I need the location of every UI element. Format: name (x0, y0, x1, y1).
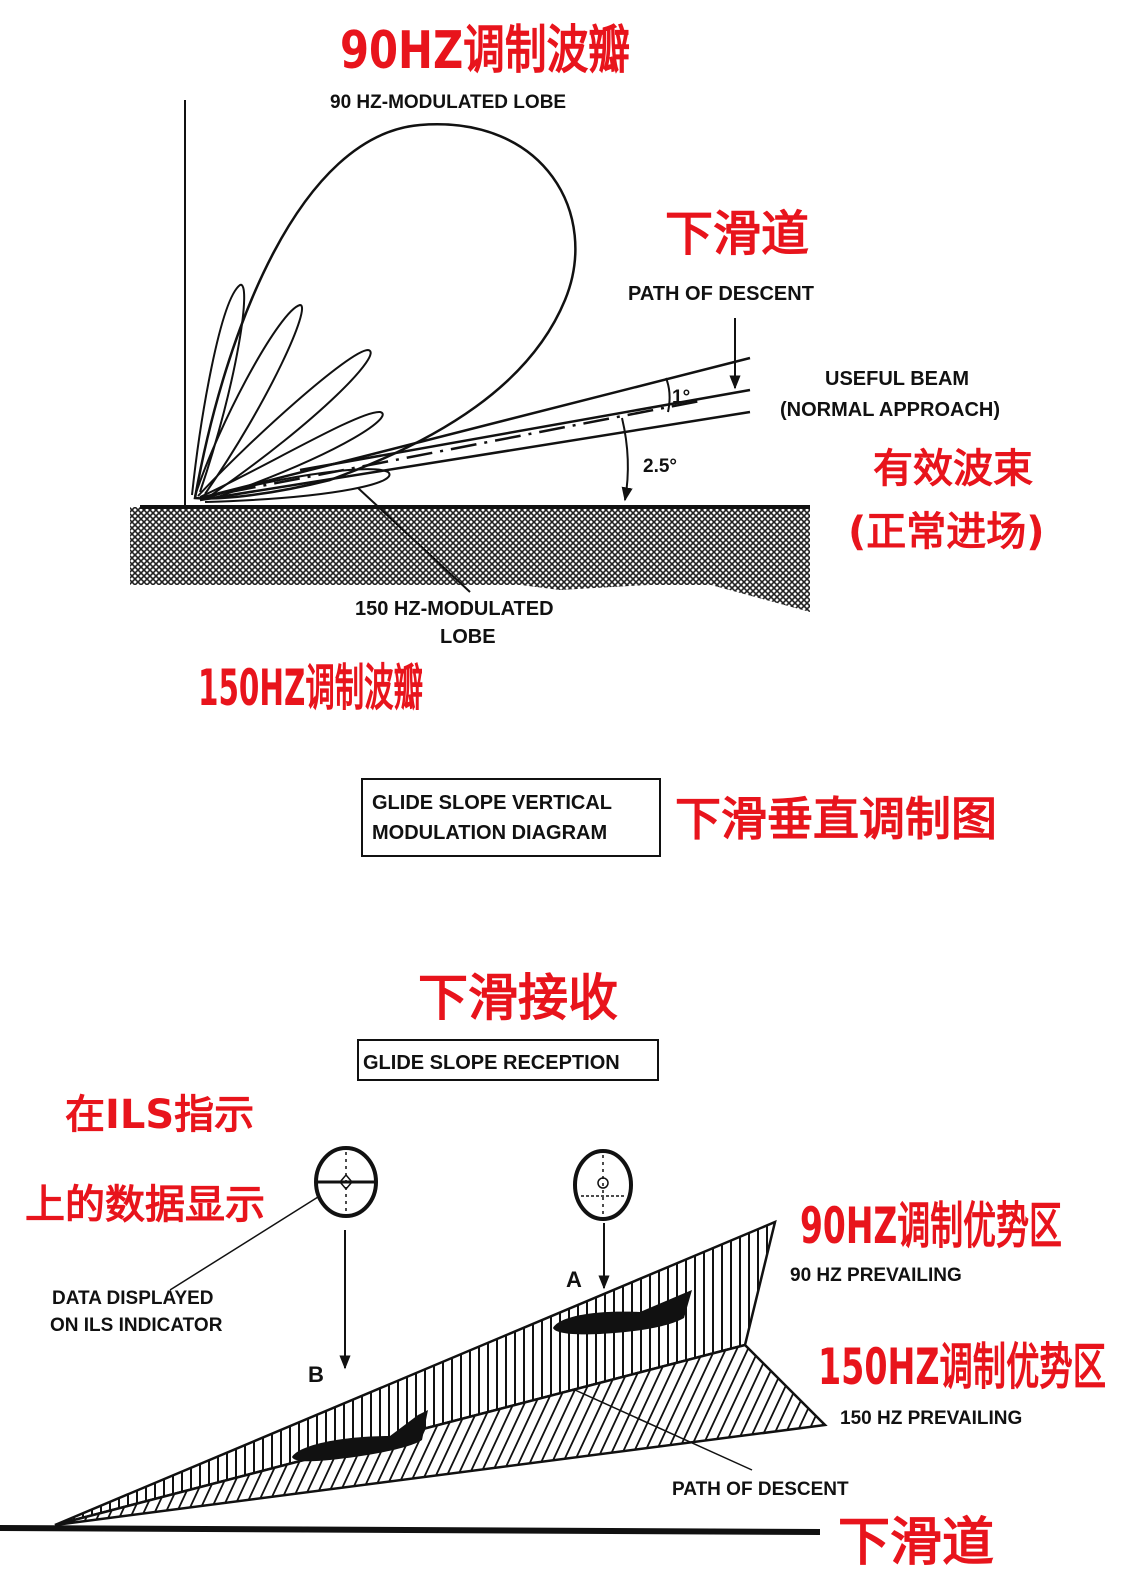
side-lobe (191, 283, 246, 496)
lobe90-label: 90 HZ-MODULATED LOBE (330, 92, 566, 113)
side-lobe (194, 303, 304, 497)
label-b: B (308, 1362, 324, 1387)
lobe150-leader (357, 487, 471, 593)
beam-mid-edge (299, 388, 751, 472)
descent-label: PATH OF DESCENT (672, 1479, 849, 1500)
angle-1-label: 1° (672, 387, 690, 408)
ils-indicator-a (573, 1149, 633, 1221)
ils-indicator-b (314, 1146, 378, 1218)
indicator-label-cn-1: 在ILS指示 (65, 1092, 254, 1138)
descent-leader (574, 1389, 753, 1471)
path-label: PATH OF DESCENT (628, 283, 814, 305)
vertical-modulation-diagram: 90HZ调制波瓣 90 HZ-MODULATED LOBE 1° 2.5° 下滑… (130, 21, 1045, 857)
glide-path-centerline (229, 398, 706, 494)
beam-lower-edge (199, 410, 751, 502)
descent-label-cn: 下滑道 (838, 1513, 994, 1569)
ground (130, 507, 810, 585)
prevailing150-label-cn: 150HZ调制优势区 (818, 1338, 1106, 1396)
angle-25-label: 2.5° (643, 456, 677, 477)
lobe-150hz (199, 468, 391, 503)
normal-approach-label-cn: (正常进场) (848, 509, 1045, 555)
ground-edge (130, 572, 810, 612)
side-lobe (199, 410, 384, 499)
indicator-label-2: ON ILS INDICATOR (50, 1315, 223, 1336)
aircraft-a (553, 1290, 692, 1335)
indicator-label-cn-2: 上的数据显示 (25, 1182, 265, 1228)
indicator-leader (169, 1196, 319, 1291)
normal-approach-label: (NORMAL APPROACH) (780, 399, 1000, 421)
aircraft-b (292, 1410, 428, 1462)
glide-slope-reception-diagram: 下滑接收 GLIDE SLOPE RECEPTION 在ILS指示 上的数据显示… (0, 969, 1106, 1569)
prevailing150-label: 150 HZ PREVAILING (840, 1408, 1022, 1429)
label-a: A (566, 1267, 582, 1292)
prevailing90-label: 90 HZ PREVAILING (790, 1265, 962, 1286)
angle-25-arc (621, 417, 633, 502)
caption-line-2: MODULATION DIAGRAM (372, 822, 607, 844)
beam-upper-edge (199, 356, 751, 500)
lobe150-label-1: 150 HZ-MODULATED (355, 598, 554, 620)
angle-1-arc (665, 377, 671, 413)
prevailing90-label-cn: 90HZ调制优势区 (800, 1197, 1062, 1255)
indicator-label-1: DATA DISPLAYED (52, 1288, 214, 1309)
lobe150-label-2: LOBE (440, 626, 496, 648)
lobe90-label-cn: 90HZ调制波瓣 (340, 21, 630, 81)
side-lobe (197, 348, 372, 497)
caption-box (361, 778, 661, 857)
useful-beam-label: USEFUL BEAM (825, 368, 969, 390)
reception-title: GLIDE SLOPE RECEPTION (363, 1052, 620, 1074)
reception-title-cn: 下滑接收 (418, 969, 618, 1027)
reception-title-box (357, 1039, 659, 1081)
caption-cn: 下滑垂直调制图 (675, 792, 997, 846)
useful-beam-label-cn: 有效波束 (873, 446, 1033, 492)
runway-ground-line (0, 1525, 821, 1535)
lobe150-label-cn: 150HZ调制波瓣 (198, 659, 423, 717)
path-label-cn: 下滑道 (665, 206, 809, 262)
caption-line-1: GLIDE SLOPE VERTICAL (372, 792, 612, 814)
